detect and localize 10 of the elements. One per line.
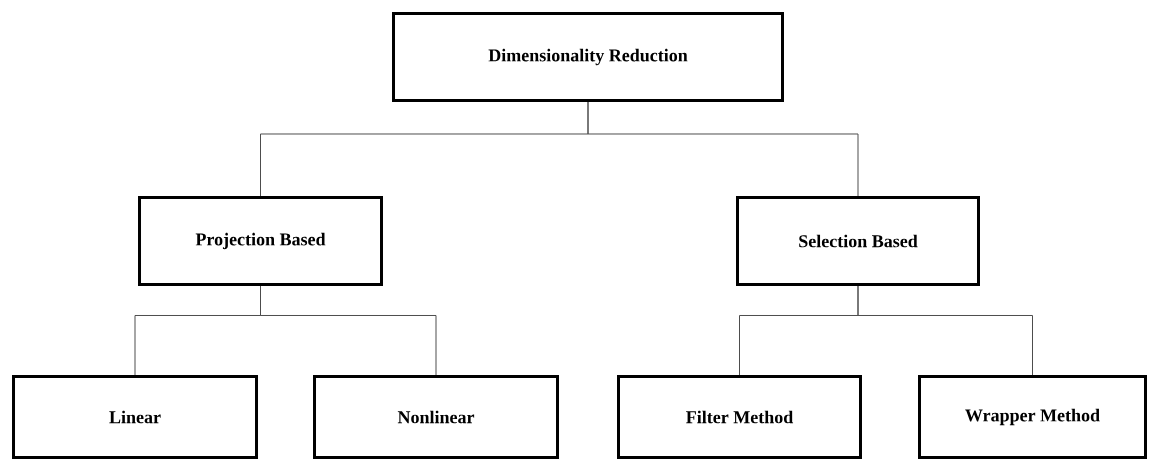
category-box: Nonlinear [313,375,559,459]
category-box: Filter Method [617,375,862,459]
category-box: Projection Based [138,196,383,286]
connector-line [857,285,1033,376]
category-box: Linear [12,375,258,459]
category-box: Dimensionality Reduction [392,12,784,102]
connector-line [587,101,859,197]
connector-line [260,285,437,376]
category-box: Wrapper Method [918,375,1147,459]
category-box: Selection Based [736,196,980,286]
